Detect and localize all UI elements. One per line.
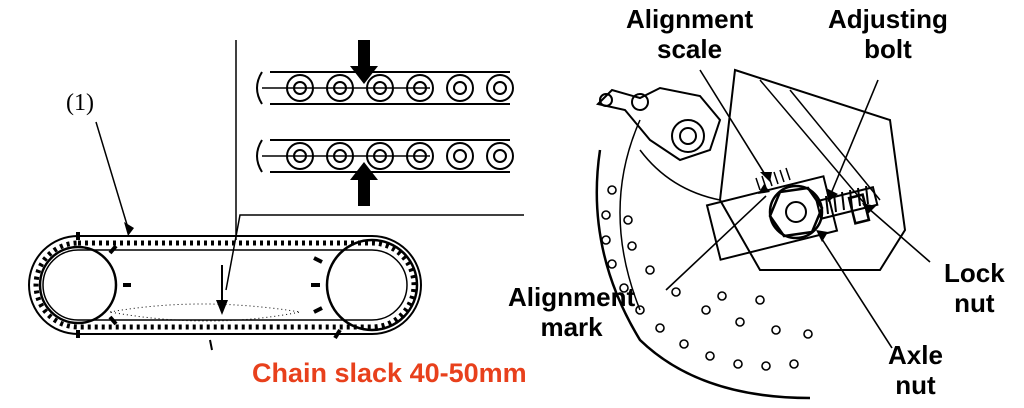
- alignment-mark-label-line2: mark: [540, 312, 603, 342]
- rear-sprocket: [311, 238, 419, 340]
- axle-nut: [768, 184, 824, 240]
- adjusting-bolt-label-line1: Adjusting: [828, 4, 948, 34]
- alignment-scale-label-line2: scale: [657, 34, 723, 64]
- chain-slack-caption-text: Chain slack 40-50mm: [252, 358, 527, 388]
- chain-slack-caption: Chain slack 40-50mm: [252, 358, 527, 388]
- adjusting-bolt: [815, 185, 879, 220]
- rear-axle-illustration: [595, 68, 931, 400]
- arrow-up-icon: [350, 162, 378, 206]
- chain-loop: [28, 235, 422, 335]
- axle-nut-label-line1: Axle: [888, 340, 943, 370]
- chain-detail-top: [256, 71, 514, 105]
- lock-nut-label: Lock nut: [944, 258, 1005, 318]
- chain-slack-illustration: [28, 40, 524, 351]
- alignment-scale-label: Alignment scale: [626, 4, 753, 64]
- arrow-down-icon: [350, 40, 378, 84]
- alignment-mark-label-line1: Alignment: [508, 282, 636, 312]
- brake-disc: [595, 149, 811, 400]
- alignment-scale-label-line1: Alignment: [626, 4, 754, 34]
- caliper-bracket: [596, 86, 722, 162]
- adjusting-bolt-label: Adjusting bolt: [828, 4, 948, 64]
- alignment-mark-label: Alignment mark: [508, 282, 635, 342]
- disc-holes: [601, 185, 813, 371]
- lock-nut-label-line1: Lock: [944, 258, 1005, 288]
- axle-nut-label-line2: nut: [895, 370, 936, 400]
- slack-shading: [109, 303, 301, 322]
- axle-nut-label: Axle nut: [888, 340, 943, 400]
- leader-lines: [665, 69, 931, 349]
- callout-number-1: (1): [66, 90, 94, 116]
- swingarm: [718, 68, 907, 271]
- lock-nut-label-line2: nut: [954, 288, 995, 318]
- adjusting-bolt-label-line2: bolt: [864, 34, 912, 64]
- chain-detail-bottom: [256, 139, 514, 173]
